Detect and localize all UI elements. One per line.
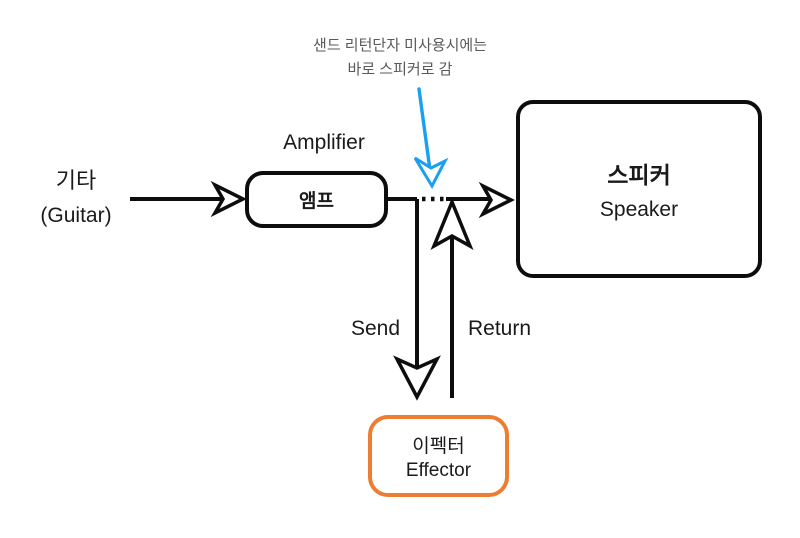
speaker-box: 스피커 Speaker <box>516 100 762 278</box>
guitar-label: 기타 (Guitar) <box>16 163 136 233</box>
send-arrow-icon <box>393 199 441 401</box>
effector-box-korean: 이펙터 <box>412 435 465 457</box>
speaker-box-english: Speaker <box>599 198 679 221</box>
amp-to-speaker-arrow-icon <box>387 181 515 219</box>
amp-box: 앰프 <box>245 171 388 228</box>
speaker-box-korean: 스피커 <box>607 162 671 188</box>
bypass-annotation-line1: 샌드 리턴단자 미사용시에는 <box>313 37 487 54</box>
return-arrow-icon <box>430 197 474 398</box>
send-label: Send <box>350 317 400 340</box>
bypass-pointer-blue-arrow-icon <box>413 87 449 190</box>
guitar-label-english: (Guitar) <box>40 204 112 227</box>
effector-box: 이펙터 Effector <box>368 415 509 497</box>
bypass-annotation-line2: 바로 스피커로 감 <box>347 61 453 78</box>
amp-box-label: 앰프 <box>299 191 334 212</box>
guitar-to-amp-arrow-icon <box>130 180 247 218</box>
return-label: Return <box>468 317 532 340</box>
guitar-label-korean: 기타 <box>55 168 97 193</box>
amplifier-caption: Amplifier <box>283 131 365 154</box>
bypass-annotation: 샌드 리턴단자 미사용시에는 바로 스피커로 감 <box>250 34 550 82</box>
effector-box-english: Effector <box>405 459 472 481</box>
